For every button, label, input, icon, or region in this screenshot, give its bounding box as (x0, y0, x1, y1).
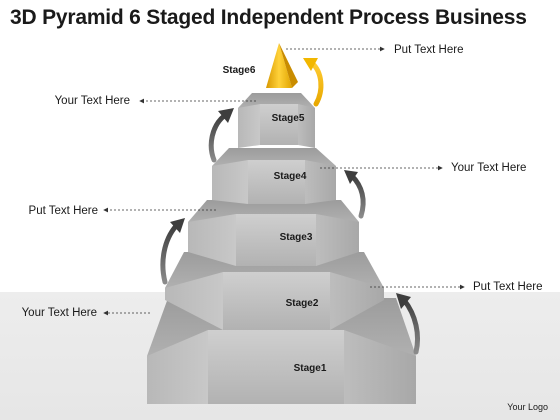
stage-6-label: Stage6 (223, 65, 256, 76)
curved-arrow-stage2-left (160, 218, 185, 285)
stage-5-block (238, 93, 315, 148)
stage-5-label: Stage5 (272, 113, 305, 124)
stage-2-label: Stage2 (286, 298, 319, 309)
callout-text-4: Put Text Here (29, 205, 98, 217)
logo-text: Your Logo (507, 402, 548, 412)
curved-arrow-stage3-right (344, 170, 366, 219)
curved-arrow-stage1-right (396, 293, 420, 355)
callout-text-3: Your Text Here (451, 162, 526, 174)
curved-arrow-stage5-gold (303, 58, 324, 107)
stage-1-label: Stage1 (294, 363, 327, 374)
callout-text-6: Your Text Here (22, 307, 97, 319)
stage-6-apex (266, 43, 298, 88)
callout-text-2: Your Text Here (55, 95, 130, 107)
stage-4-label: Stage4 (274, 171, 307, 182)
stage-3-label: Stage3 (280, 232, 313, 243)
stage-4-block (212, 148, 336, 204)
page-title: 3D Pyramid 6 Staged Independent Process … (10, 6, 527, 29)
curved-arrow-stage4-left (208, 108, 234, 163)
stage-3-block (188, 200, 359, 266)
callout-text-1: Put Text Here (394, 44, 463, 56)
callout-text-5: Put Text Here (473, 281, 542, 293)
